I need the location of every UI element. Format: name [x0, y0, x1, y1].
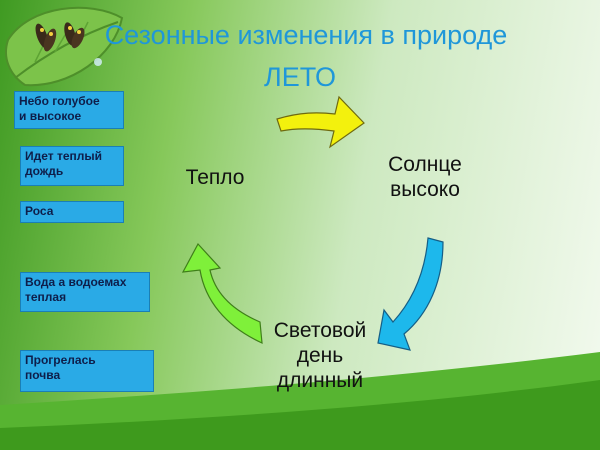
- bottom-wave-dark: [0, 380, 600, 450]
- fact-box: Идет теплый дождь: [20, 146, 124, 186]
- fact-text: Небо голубое: [19, 94, 100, 108]
- cycle-arrow-blue: [377, 237, 444, 351]
- fact-text: теплая: [25, 290, 67, 304]
- butterfly-icon: [35, 23, 57, 52]
- cycle-label-sun-line: Солнце: [388, 153, 462, 176]
- fact-box: Роса: [20, 201, 124, 223]
- cycle-arrow-green: [181, 242, 263, 344]
- cycle-label-daylight-line: день: [296, 344, 344, 367]
- cycle-label-daylight: Световой день длинный: [255, 318, 385, 393]
- fact-text: и высокое: [19, 109, 82, 123]
- cycle-label-warmth: Тепло: [185, 166, 245, 189]
- season-title: ЛЕТО: [263, 62, 336, 92]
- butterfly-icon: [64, 22, 85, 49]
- fact-text: почва: [25, 368, 61, 382]
- cycle-arrow-yellow: [276, 95, 365, 149]
- fact-text: Идет теплый: [25, 149, 103, 163]
- fact-text: Роса: [25, 204, 54, 218]
- fact-box: Прогрелась почва: [20, 350, 154, 392]
- fact-text: Прогрелась: [25, 353, 96, 367]
- cycle-label-daylight-line: Световой: [273, 319, 367, 342]
- cycle-label-sun-line: высоко: [390, 178, 460, 201]
- slide-title: Сезонные изменения в природе: [104, 20, 508, 50]
- leaf-icon: [5, 6, 124, 87]
- fact-box: Вода а водоемах теплая: [20, 272, 150, 312]
- fact-text: Вода а водоемах: [25, 275, 127, 289]
- cycle-label-daylight-line: длинный: [276, 369, 364, 392]
- fact-box: Небо голубое и высокое: [14, 91, 124, 129]
- cycle-label-sun: Солнце высоко: [360, 152, 490, 202]
- fact-text: дождь: [25, 164, 64, 178]
